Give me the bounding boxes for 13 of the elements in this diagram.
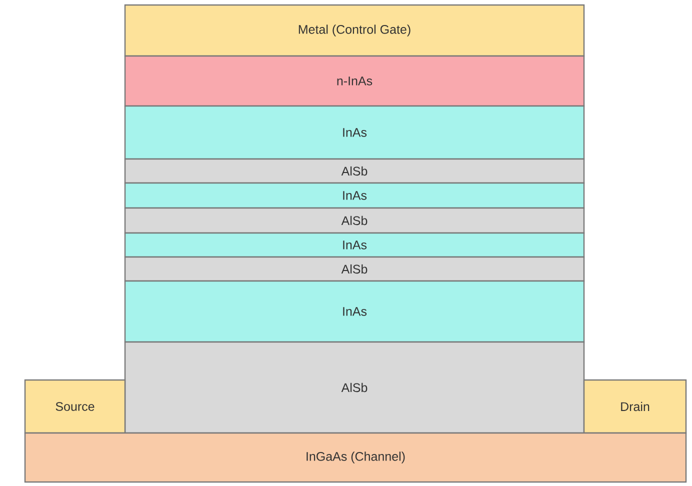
stack-layer: AlSb (124, 158, 585, 184)
stack-layer: n-InAs (124, 55, 585, 107)
gate-layer: Metal (Control Gate) (124, 4, 585, 57)
channel-layer: InGaAs (Channel) (24, 432, 687, 483)
contact-pad: Source (24, 379, 126, 434)
contact-pad: Drain (583, 379, 687, 434)
stack-layer: InAs (124, 232, 585, 258)
stack-layer: AlSb (124, 207, 585, 234)
stack-layer: InAs (124, 280, 585, 343)
stack-layer: AlSb (124, 341, 585, 434)
stack-layer: InAs (124, 105, 585, 160)
stack-layer: InAs (124, 182, 585, 209)
stack-layer: AlSb (124, 256, 585, 282)
